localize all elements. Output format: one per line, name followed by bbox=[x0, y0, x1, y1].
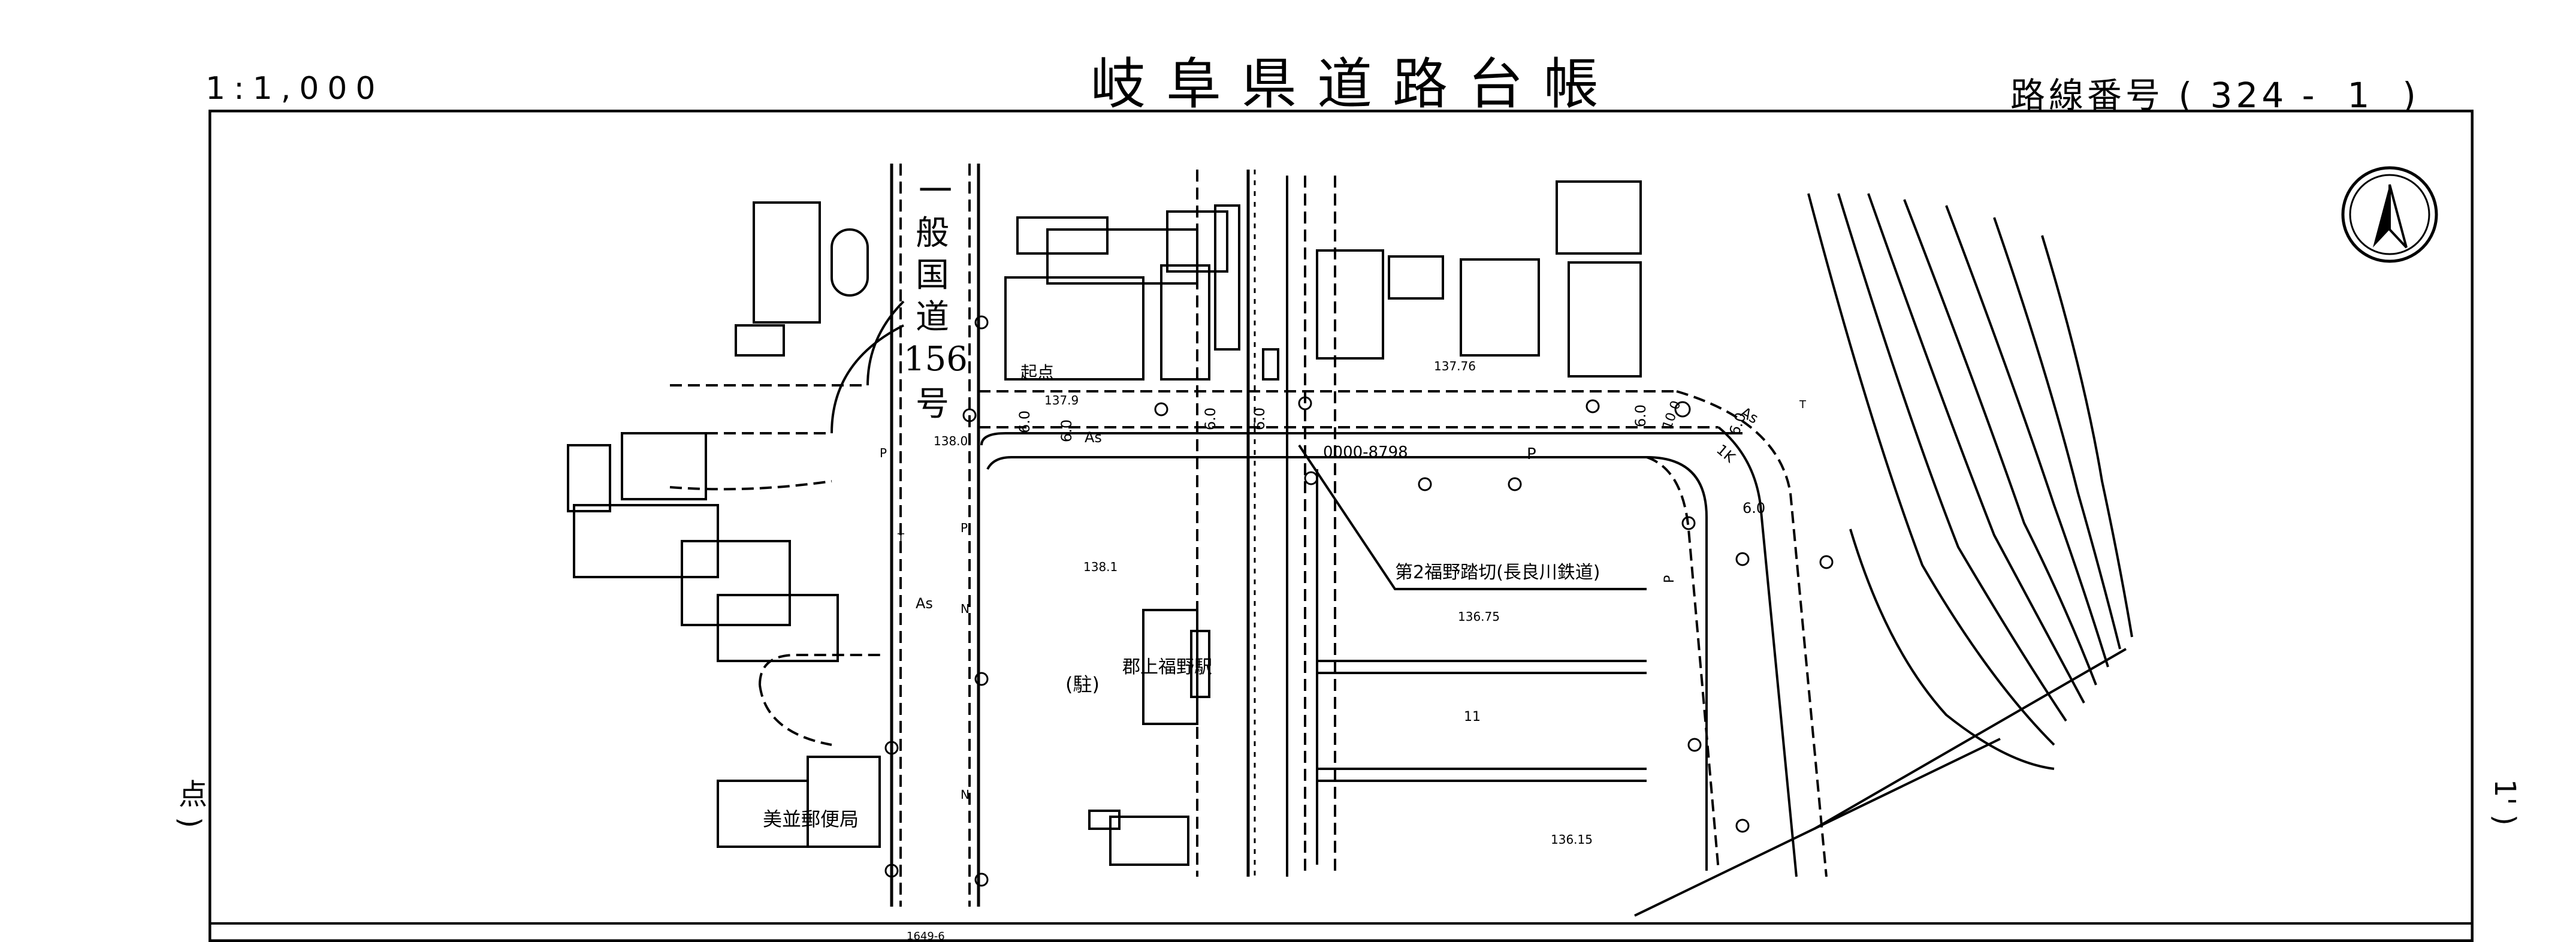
parcel-number: 1649-6 bbox=[907, 930, 945, 942]
road-name-char: 号 bbox=[916, 385, 949, 424]
route-value: ( 324 - 1 ) bbox=[2178, 75, 2420, 116]
side-note-right: 1' ) bbox=[2488, 779, 2521, 826]
pavement-label: As bbox=[916, 595, 933, 612]
pavement-label: As bbox=[1085, 429, 1102, 446]
map-symbol: P bbox=[1662, 575, 1677, 583]
elevation: 138.0 bbox=[934, 434, 968, 448]
dimension: 6.0 bbox=[1743, 500, 1765, 517]
railway-code: 0000-8798 bbox=[1323, 443, 1408, 461]
page-title: 岐阜県道路台帳 bbox=[1091, 52, 1620, 116]
elevation: 137.76 bbox=[1434, 359, 1476, 373]
map-symbol: N bbox=[961, 787, 970, 802]
elevation: 137.9 bbox=[1044, 393, 1079, 407]
map-symbol: 11 bbox=[1464, 709, 1481, 724]
station-label: 郡上福野駅 bbox=[1122, 657, 1212, 678]
start-point-label: 起点 bbox=[1020, 363, 1054, 382]
map-symbol: N bbox=[961, 602, 970, 616]
dimension: 6.0 bbox=[1016, 410, 1033, 433]
road-name-char: 156 bbox=[904, 340, 968, 379]
road-name-char: 般 bbox=[916, 214, 949, 253]
parking-label: (駐) bbox=[1065, 673, 1100, 696]
route-label: 路線番号 bbox=[2010, 75, 2164, 116]
crossing-label: 第2福野踏切(長良川鉄道) bbox=[1395, 562, 1600, 583]
map-symbol: T bbox=[897, 532, 905, 544]
dimension: 6.0 bbox=[1251, 407, 1268, 430]
map-symbol: P bbox=[961, 521, 968, 535]
elevation: 138.1 bbox=[1083, 560, 1118, 574]
road-name-char: 一 bbox=[919, 172, 952, 211]
map-scale: 1:1,000 bbox=[206, 71, 384, 107]
road-name-char: 道 bbox=[916, 298, 949, 337]
map-symbol: P bbox=[880, 446, 887, 460]
dimension: 6.0 bbox=[1202, 407, 1219, 430]
elevation: 136.75 bbox=[1458, 609, 1500, 624]
post-office-label: 美並郵便局 bbox=[763, 808, 859, 831]
dimension: 6.0 bbox=[1632, 404, 1649, 427]
map-sheet: 一 般 国 道 156 号 起点 137.76 137.9 138.0 138.… bbox=[209, 110, 2474, 942]
map-symbol: T bbox=[1799, 398, 1807, 411]
side-note-left: 点 ) bbox=[173, 779, 207, 828]
route-number: 路線番号 ( 324 - 1 ) bbox=[2010, 67, 2420, 117]
north-arrow-icon bbox=[2341, 166, 2438, 263]
map-symbol: P bbox=[1527, 445, 1536, 463]
elevation: 136.15 bbox=[1551, 832, 1593, 847]
dimension: 6.0 bbox=[1058, 419, 1075, 442]
road-name-char: 国 bbox=[916, 256, 949, 295]
